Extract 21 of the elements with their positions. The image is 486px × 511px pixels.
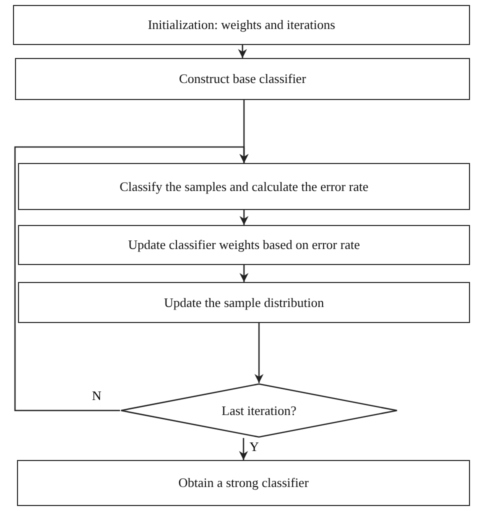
process-box: [18, 225, 470, 265]
process-box: [17, 460, 470, 506]
arrow: [14, 146, 248, 412]
process-box: [15, 58, 470, 100]
step-text: Classify the samples and calculate the error rate: [120, 178, 368, 194]
process-box: [18, 163, 470, 210]
step-text: Initialization: weights and iterations: [148, 17, 336, 33]
step-text: Last iteration?: [222, 402, 296, 418]
process-box: [18, 282, 470, 323]
edge-label: N: [90, 388, 104, 402]
step-text: Obtain a strong classifier: [178, 475, 309, 491]
process-box: [13, 5, 470, 45]
step-text: Construct base classifier: [178, 71, 306, 87]
arrow: [238, 45, 247, 58]
arrow: [254, 323, 264, 383]
step-text: Update the sample distribution: [164, 294, 324, 310]
edge-label: Y: [248, 440, 261, 454]
arrow: [240, 210, 248, 225]
arrow: [239, 438, 248, 460]
step-text: Update classifier weights based on error rate: [128, 237, 360, 253]
arrow: [240, 265, 248, 282]
